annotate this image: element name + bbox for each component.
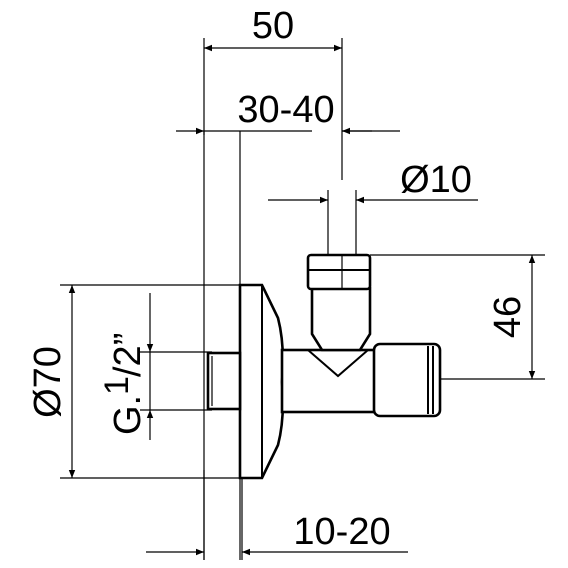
thread-label-g: G. — [107, 395, 149, 435]
dimension-label-10-20: 10-20 — [293, 511, 390, 553]
dimension-10-20: 10-20 — [146, 470, 408, 560]
dimension-label-50: 50 — [252, 5, 294, 47]
dimension-label-30-40: 30-40 — [237, 89, 334, 131]
dimension-label-d70: Ø70 — [27, 346, 69, 418]
thread-label-denominator: /2” — [107, 333, 149, 377]
dimension-46: 46 — [370, 254, 545, 380]
angle-valve — [206, 253, 442, 480]
dimension-30-40: 30-40 — [176, 89, 400, 135]
outlet-body — [310, 286, 372, 352]
valve-junction — [307, 349, 369, 378]
dimension-50: 50 — [203, 5, 343, 180]
valve-body — [280, 348, 380, 414]
dimension-d70: Ø70 — [27, 284, 250, 479]
dimension-d10: Ø10 — [268, 159, 478, 255]
thread-label-numerator: 1 — [98, 376, 136, 395]
valve-knob — [372, 342, 442, 418]
compression-nut — [306, 253, 372, 291]
thread-label: G. 1 /2” — [98, 333, 149, 435]
dimension-thread: G. 1 /2” — [98, 293, 212, 440]
dimension-label-d10: Ø10 — [400, 159, 472, 201]
dimension-label-46: 46 — [487, 296, 529, 338]
threaded-inlet — [206, 351, 242, 411]
